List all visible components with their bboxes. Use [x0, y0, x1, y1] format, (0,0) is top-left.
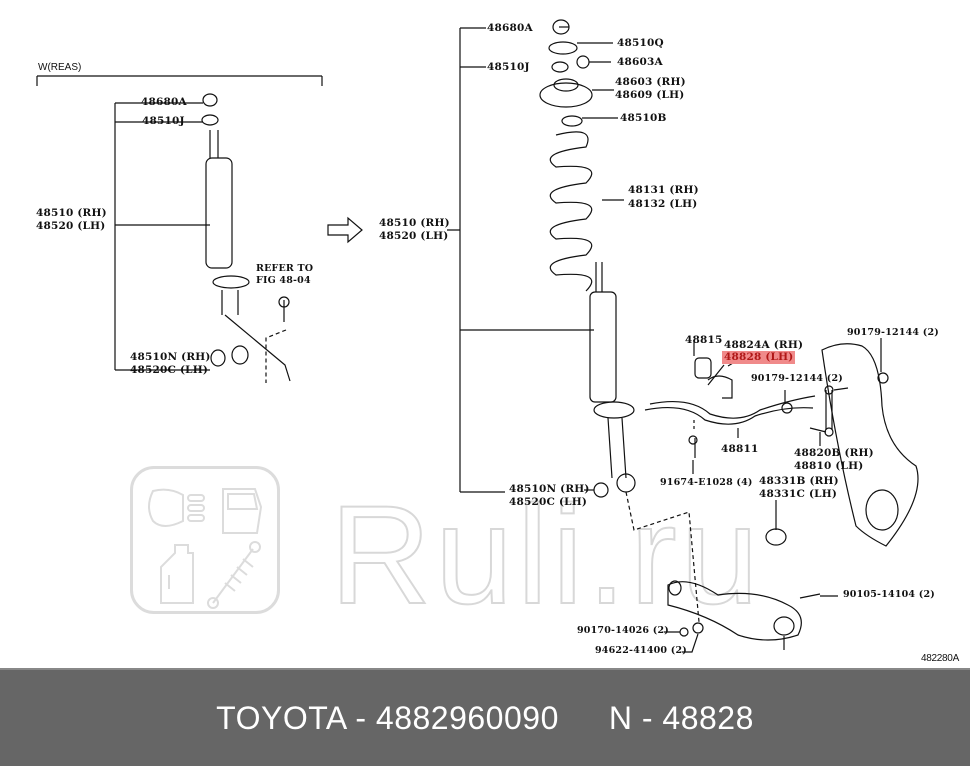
label-48811[interactable]: 48811 — [721, 443, 759, 455]
label-48510Q[interactable]: 48510Q — [617, 37, 664, 49]
footer-banner: TOYOTA - 4882960090 N - 48828 — [0, 668, 970, 766]
label-48510J-right[interactable]: 48510J — [487, 61, 530, 73]
n-label: N — [608, 699, 633, 736]
shock-absorber-icon — [212, 548, 254, 604]
watermark-logo — [130, 466, 280, 614]
label-90170-14026[interactable]: 90170-14026 (2) — [577, 625, 669, 636]
left-shock-absorber — [205, 130, 291, 382]
label-48520-lh-left[interactable]: 48520 (LH) — [36, 220, 106, 232]
label-48603-rh[interactable]: 48603 (RH) — [615, 76, 686, 88]
label-48510-rh-right[interactable]: 48510 (RH) — [379, 217, 450, 229]
label-48680A-left[interactable]: 48680A — [141, 96, 187, 108]
parts-diagram: Ruli.ru — [36, 19, 960, 664]
label-90105-14104[interactable]: 90105-14104 (2) — [843, 589, 935, 600]
refer-note-line-1: REFER TO — [256, 263, 314, 274]
car-door-icon — [222, 488, 263, 534]
n-value: 48828 — [662, 699, 754, 736]
label-48520C-lh-left[interactable]: 48520C (LH) — [130, 364, 208, 376]
label-48510N-rh-left[interactable]: 48510N (RH) — [130, 351, 211, 363]
label-48510-rh-left[interactable]: 48510 (RH) — [36, 207, 107, 219]
headlight-icon — [148, 488, 184, 527]
label-48820B-rh[interactable]: 48820B (RH) — [794, 447, 874, 459]
diagram-lines — [36, 19, 919, 653]
label-48510N-rh-right[interactable]: 48510N (RH) — [509, 483, 590, 495]
watermark-text: Ruli.ru — [329, 476, 763, 633]
label-48680A-right[interactable]: 48680A — [487, 22, 533, 34]
figure-code: 482280A — [921, 653, 959, 664]
label-48609-lh[interactable]: 48609 (LH) — [615, 89, 685, 101]
separator-2: - — [632, 699, 663, 736]
brand-name: TOYOTA — [216, 699, 346, 736]
label-48810-lh[interactable]: 48810 (LH) — [794, 460, 864, 472]
label-48603A[interactable]: 48603A — [617, 56, 663, 68]
watermark-icons — [148, 488, 263, 609]
refer-note-line-2: FIG 48-04 — [256, 275, 311, 286]
label-48131-rh[interactable]: 48131 (RH) — [628, 184, 699, 196]
label-94622-41400[interactable]: 94622-41400 (2) — [595, 645, 687, 656]
label-48520C-lh-right[interactable]: 48520C (LH) — [509, 496, 587, 508]
label-48520-lh-right[interactable]: 48520 (LH) — [379, 230, 449, 242]
label-48132-lh[interactable]: 48132 (LH) — [628, 198, 698, 210]
label-48331B-rh[interactable]: 48331B (RH) — [759, 475, 839, 487]
oil-bottle-icon — [160, 544, 194, 604]
label-90179-12144-top[interactable]: 90179-12144 (2) — [847, 327, 939, 338]
label-48510J-left[interactable]: 48510J — [142, 115, 185, 127]
label-48824A-rh[interactable]: 48824A (RH) — [724, 339, 804, 351]
right-strut — [539, 19, 636, 498]
label-48815[interactable]: 48815 — [685, 334, 723, 346]
label-48331C-lh[interactable]: 48331C (LH) — [759, 488, 837, 500]
label-48510B[interactable]: 48510B — [620, 112, 667, 124]
part-number: 4882960090 — [375, 699, 559, 736]
section-label: W(REAS) — [38, 62, 82, 73]
label-48828-lh-highlighted[interactable]: 48828 (LH) — [722, 351, 796, 364]
footer-title: TOYOTA - 4882960090 N - 48828 — [216, 700, 754, 737]
label-91674-E1028[interactable]: 91674-E1028 (4) — [660, 477, 753, 488]
separator: - — [345, 699, 376, 736]
label-90179-12144-mid[interactable]: 90179-12144 (2) — [751, 373, 843, 384]
